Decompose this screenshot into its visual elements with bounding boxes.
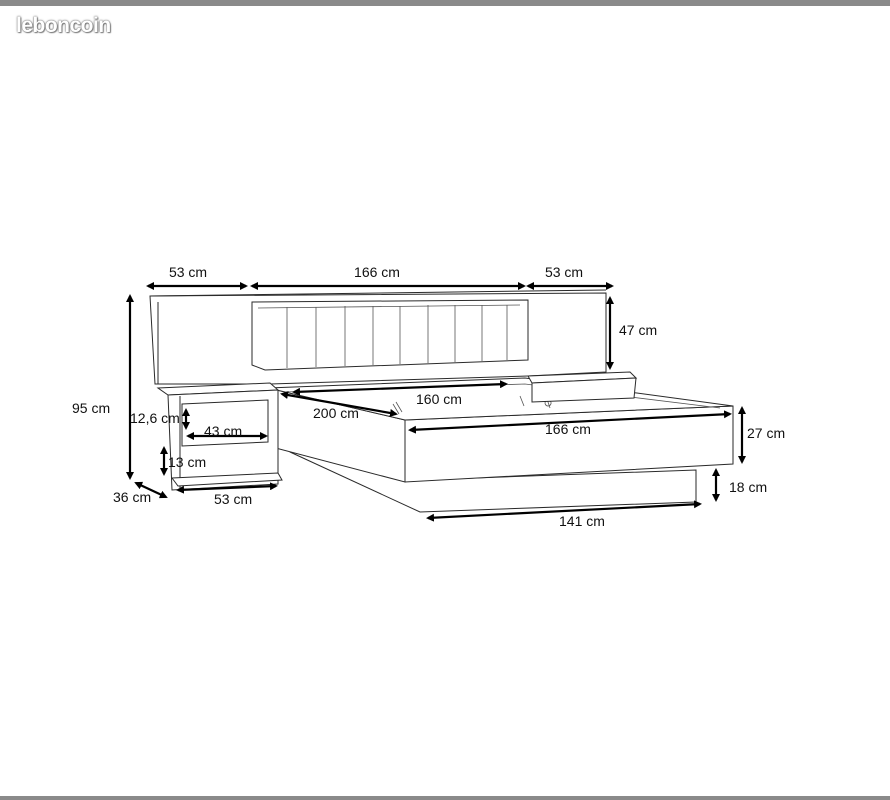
- dim-drawer-width: 43 cm: [204, 423, 242, 439]
- headboard-wall: [149, 289, 607, 385]
- dim-table-depth: 36 cm: [113, 489, 151, 505]
- dim-base-height: 18 cm: [729, 479, 767, 495]
- dim-frame-width: 166 cm: [545, 421, 591, 437]
- dim-arrow-frame-width: [408, 410, 732, 434]
- dim-table-bottom-width: 53 cm: [214, 491, 252, 507]
- headboard-top-edge: [149, 289, 607, 297]
- dimension-arrows: [126, 282, 746, 522]
- dim-headboard-width: 166 cm: [354, 264, 400, 280]
- dim-frame-height: 27 cm: [747, 425, 785, 441]
- dim-headboard-panel-height: 47 cm: [619, 322, 657, 338]
- dim-arrow-mattress-length: [280, 391, 398, 417]
- dim-mattress-length: 200 cm: [313, 405, 359, 421]
- bed-frame: [267, 377, 734, 513]
- dim-base-width: 141 cm: [559, 513, 605, 529]
- dim-left-table-width: 53 cm: [169, 264, 207, 280]
- dim-arrow-table-depth: [134, 481, 168, 499]
- dimension-labels: 53 cm 166 cm 53 cm 95 cm 47 cm 12,6 cm 4…: [72, 264, 785, 529]
- top-frame-bar: [0, 0, 890, 6]
- dim-shelf-height: 13 cm: [168, 454, 206, 470]
- cushion-top-seam: [257, 304, 521, 309]
- dim-arrow-table-bottom-width: [176, 482, 278, 494]
- leboncoin-watermark: leboncoin: [16, 14, 111, 37]
- dim-mattress-width: 160 cm: [416, 391, 462, 407]
- dim-arrow-mattress-width: [292, 380, 508, 396]
- cushion-pleats: [286, 305, 508, 368]
- dim-drawer-height: 12,6 cm: [130, 410, 180, 426]
- bottom-frame-bar: [0, 796, 890, 800]
- headboard-cushion: [251, 299, 529, 371]
- dim-right-table-width: 53 cm: [545, 264, 583, 280]
- right-nightstand: [527, 371, 638, 403]
- dim-arrow-base-width: [426, 500, 702, 522]
- right-nightstand-front: [531, 377, 637, 403]
- dim-total-height: 95 cm: [72, 400, 110, 416]
